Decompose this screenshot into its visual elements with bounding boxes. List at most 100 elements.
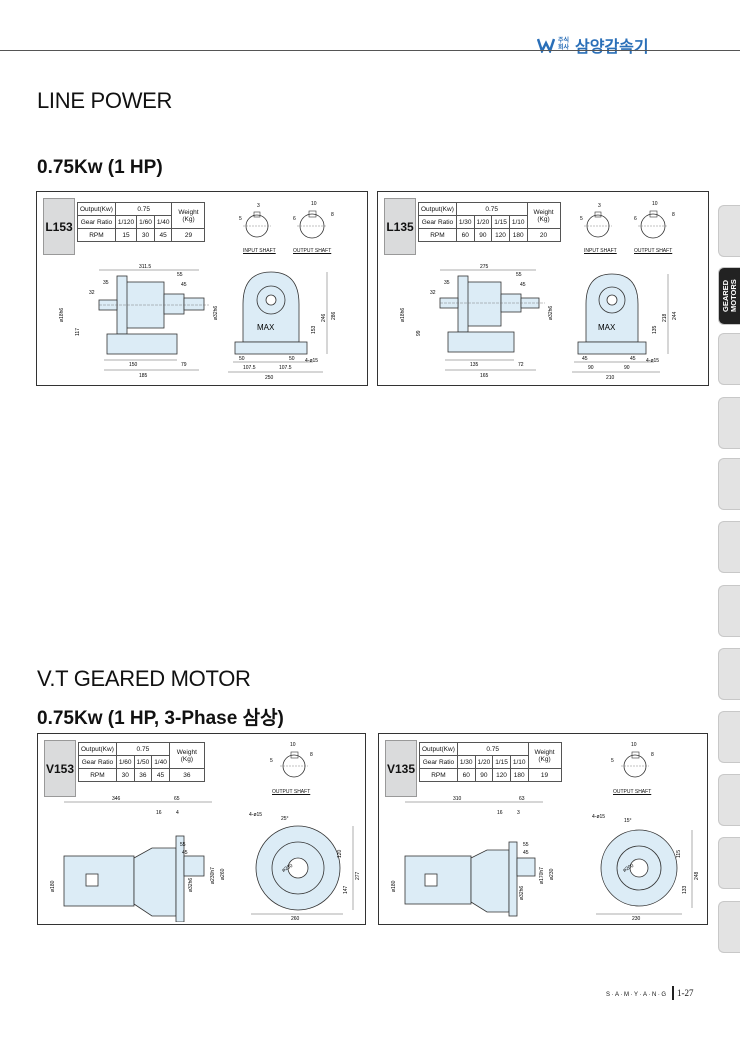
- side-tab[interactable]: [718, 711, 740, 763]
- side-tab[interactable]: [718, 585, 740, 637]
- output-label: Output(Kw): [78, 742, 117, 756]
- output-shaft-label: OUTPUT SHAFT: [613, 789, 652, 795]
- dim-label: ø32h6: [213, 306, 219, 320]
- rpm-cell: 120: [491, 228, 510, 242]
- ratio-cell: 1/20: [473, 215, 493, 229]
- dim-label: ø260: [220, 868, 226, 880]
- rpm-label: RPM: [419, 768, 458, 782]
- dim-length: 275: [480, 264, 489, 270]
- side-tab[interactable]: [718, 458, 740, 510]
- side-tab-geared-motors[interactable]: GEARED MOTORS: [718, 267, 740, 325]
- dim-label: 4-ø15: [249, 812, 262, 818]
- output-value: 0.75: [455, 202, 528, 216]
- dim-label: 32: [89, 290, 95, 296]
- dim-label: 210: [606, 375, 615, 381]
- weight-value: 20: [526, 228, 561, 242]
- side-tab[interactable]: [718, 333, 740, 385]
- model-code: L153: [43, 198, 75, 255]
- side-tab[interactable]: [718, 774, 740, 826]
- ratio-cell: 1/60: [115, 755, 135, 769]
- output-shaft-label: OUTPUT SHAFT: [634, 248, 673, 254]
- dim-label: 153: [311, 325, 317, 334]
- rpm-cell: 60: [456, 768, 476, 782]
- logo-name: 삼양감속기: [575, 39, 649, 56]
- dim-label: 50: [239, 356, 245, 362]
- input-shaft-label: INPUT SHAFT: [243, 248, 276, 254]
- dim-label: 5: [239, 216, 242, 222]
- dim-label: 55: [180, 842, 186, 848]
- side-tab[interactable]: [718, 837, 740, 889]
- page-number: 1-27: [672, 986, 715, 1000]
- dim-label: 107.5: [243, 365, 256, 371]
- dim-label: 260: [291, 916, 300, 922]
- dim-label: 4-ø15: [305, 358, 318, 364]
- dim-label: 10: [652, 201, 658, 207]
- dim-label: 50: [289, 356, 295, 362]
- dim-label: 4: [176, 810, 179, 816]
- rpm-label: RPM: [418, 228, 457, 242]
- side-tab[interactable]: [718, 521, 740, 573]
- logo-mark-icon: [537, 38, 555, 53]
- dim-label: 250: [265, 375, 274, 381]
- dim-label: 8: [651, 752, 654, 758]
- dim-label: ø180: [50, 880, 56, 892]
- rpm-cell: 180: [509, 768, 529, 782]
- dim-label: 107.5: [279, 365, 292, 371]
- ratio-cell: 1/120: [114, 215, 138, 229]
- section-title-vt-geared-motor: V.T GEARED MOTOR: [37, 666, 251, 691]
- dim-label: 248: [694, 871, 700, 880]
- side-tab[interactable]: [718, 205, 740, 257]
- dim-label: ø32h6: [548, 306, 554, 320]
- logo-small-text: 주식 회사: [558, 38, 570, 51]
- dim-label: 45: [523, 850, 529, 856]
- ratio-cell: 1/50: [133, 755, 153, 769]
- dim-label: 45: [181, 282, 187, 288]
- dim-label: 15°: [624, 818, 632, 824]
- side-tab[interactable]: [718, 397, 740, 449]
- side-tab[interactable]: [718, 648, 740, 700]
- dim-label: 6: [293, 216, 296, 222]
- dim-length: 346: [112, 796, 121, 802]
- rpm-label: RPM: [77, 228, 116, 242]
- dim-label: ø230: [281, 863, 294, 874]
- dim-label: 230: [632, 916, 641, 922]
- rpm-cell: 45: [153, 228, 173, 242]
- dim-label: 4-ø15: [592, 814, 605, 820]
- shaft-sections-drawing: 3 10 5 8 6: [580, 201, 675, 239]
- dim-label: 35: [444, 280, 450, 286]
- rpm-cell: 36: [133, 768, 153, 782]
- side-tab-label: GEARED MOTORS: [721, 279, 738, 313]
- dim-label: 25°: [281, 816, 289, 822]
- dim-label: 185: [139, 373, 148, 379]
- dim-label: ø200: [622, 863, 635, 874]
- ratio-cell: 1/40: [151, 755, 170, 769]
- weight-value: 19: [527, 768, 562, 782]
- dim-label: 277: [355, 871, 361, 880]
- front-view-drawing: 4-ø15 25° ø230 260 120 147 277: [249, 812, 361, 922]
- dim-label: 35: [103, 280, 109, 286]
- shaft-sections-drawing: 3 10 5 8 6: [239, 201, 334, 239]
- dim-label: 6: [634, 216, 637, 222]
- weight-value: 36: [168, 768, 205, 782]
- rpm-cell: 15: [114, 228, 138, 242]
- dim-label: 45: [582, 356, 588, 362]
- dim-label: ø18h6: [59, 308, 65, 322]
- dim-label: 120: [337, 849, 343, 858]
- ratio-cell: 1/30: [455, 215, 475, 229]
- output-label: Output(Kw): [419, 742, 458, 756]
- dim-label: ø32h6: [188, 878, 194, 892]
- dim-label: 246: [321, 313, 327, 322]
- dim-label: 286: [331, 311, 337, 320]
- dim-label: 117: [75, 328, 81, 336]
- ratio-cell: 1/10: [508, 215, 528, 229]
- side-tab[interactable]: [718, 901, 740, 953]
- dim-label: 99: [416, 330, 422, 336]
- front-view-drawing: MAX 50 107.5 107.5 50 4-ø15 250 153 246 …: [228, 271, 337, 381]
- dim-label: 90: [624, 365, 630, 371]
- dim-label: 63: [519, 796, 525, 802]
- dim-label: 3: [598, 203, 601, 209]
- rpm-cell: 60: [455, 228, 475, 242]
